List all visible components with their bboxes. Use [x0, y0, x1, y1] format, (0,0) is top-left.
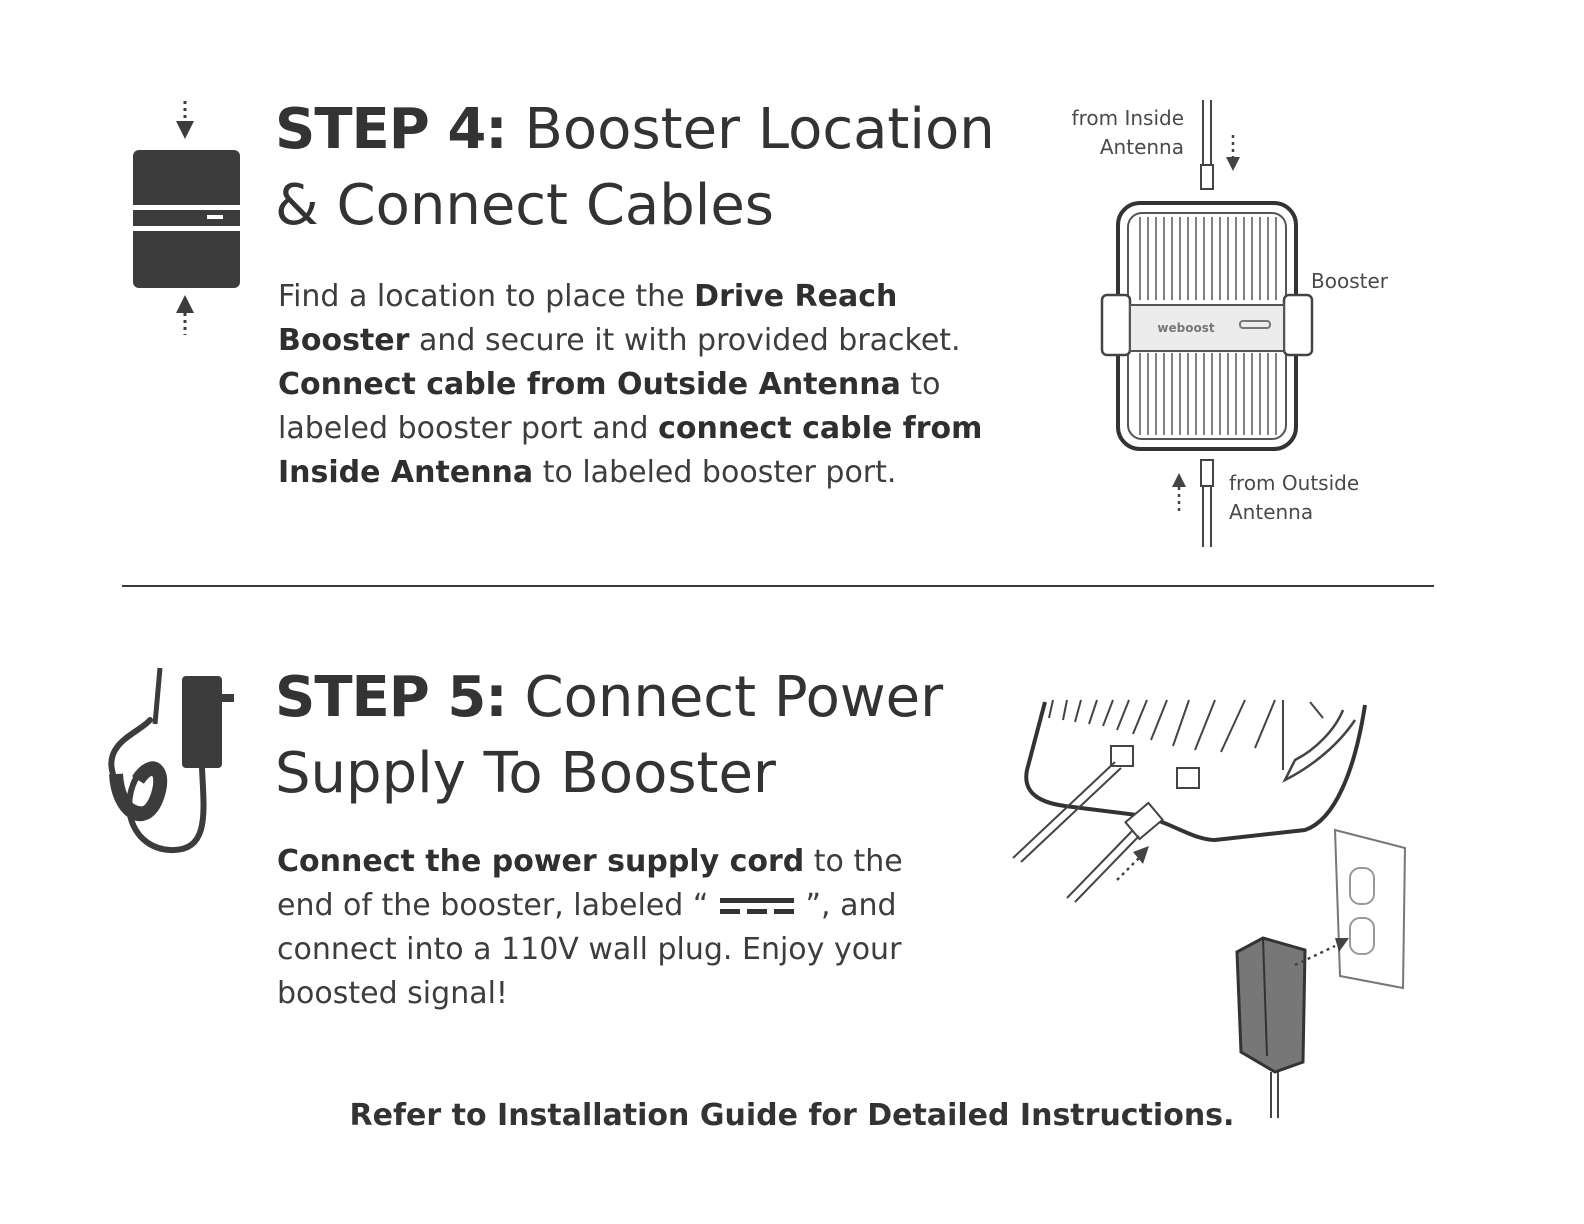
dc-power-symbol-icon: [719, 897, 794, 914]
label-from-inside-antenna: from Inside Antenna: [1071, 106, 1184, 159]
step4-instructions: Find a location to place the Drive Reach…: [278, 275, 1038, 495]
step5-title-lead: STEP 5:: [275, 665, 508, 730]
label-booster: Booster: [1311, 269, 1388, 293]
step4-bold-text: Booster: [278, 323, 410, 358]
booster-diagram: weboost: [1100, 100, 1314, 547]
step5-text: boosted signal!: [277, 976, 508, 1011]
power-supply-icon: [108, 667, 234, 854]
power-connection-diagram: [1012, 699, 1407, 1118]
step5-bold-text: Connect the power supply cord: [277, 844, 805, 879]
step4-bold-text: Drive Reach: [694, 279, 898, 314]
step4-title: STEP 4: Booster Location & Connect Cable…: [275, 92, 1035, 244]
step5-title-line2: Supply To Booster: [275, 741, 776, 806]
step4-title-line1: Booster Location: [524, 97, 995, 162]
step4-text: and secure it with provided bracket.: [409, 323, 961, 358]
step4-text: labeled booster port and: [278, 411, 659, 446]
step4-bold-text: connect cable from: [658, 411, 983, 446]
booster-placement-icon: [133, 101, 240, 335]
step4-text: to labeled booster port.: [533, 455, 897, 490]
booster-brand-text: weboost: [1157, 321, 1214, 335]
step5-instructions: Connect the power supply cord to the end…: [277, 840, 977, 1016]
step5-text: connect into a 110V wall plug. Enjoy you…: [277, 932, 902, 967]
step4-text: Find a location to place the: [278, 279, 695, 314]
step4-title-lead: STEP 4:: [275, 97, 508, 162]
section-divider: [122, 585, 1434, 587]
step4-bold-text: Inside Antenna: [278, 455, 534, 490]
step5-text: ”, and: [795, 888, 897, 923]
label-from-outside-antenna: from Outside Antenna: [1229, 471, 1360, 524]
step4-bold-text: Connect cable from Outside Antenna: [278, 367, 901, 402]
footer-note: Refer to Installation Guide for Detailed…: [349, 1098, 1235, 1133]
step5-text: to the: [804, 844, 903, 879]
step4-text: to: [900, 367, 941, 402]
step4-title-line2: & Connect Cables: [275, 173, 774, 238]
step5-title: STEP 5: Connect Power Supply To Booster: [275, 660, 995, 812]
step5-title-line1: Connect Power: [524, 665, 944, 730]
step5-text: end of the booster, labeled “: [277, 888, 718, 923]
